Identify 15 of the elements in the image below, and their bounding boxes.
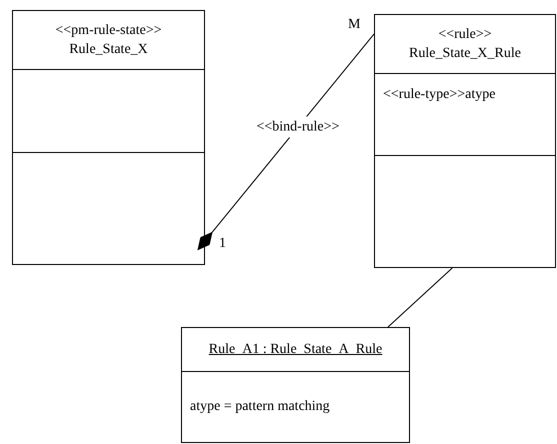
edge-label: <<bind-rule>> <box>254 116 342 138</box>
class-name: Rule_State_X <box>69 41 148 59</box>
class-box <box>374 14 556 268</box>
class-box <box>181 327 410 443</box>
association-line <box>388 268 453 328</box>
class-name: Rule_State_X_Rule <box>409 45 521 63</box>
stereotype-text: <<pm-rule-state>> <box>55 22 162 40</box>
attribute-text: <<rule-type>>atype <box>383 86 496 104</box>
multiplicity-label: 1 <box>219 235 226 253</box>
stereotype-text: <<rule>> <box>438 26 492 44</box>
class-box <box>12 10 205 265</box>
composition-line <box>197 34 374 250</box>
multiplicity-label: M <box>348 16 360 34</box>
class-name: Rule_A1 : Rule_State_A_Rule <box>208 341 382 359</box>
attribute-text: atype = pattern matching <box>190 398 331 416</box>
